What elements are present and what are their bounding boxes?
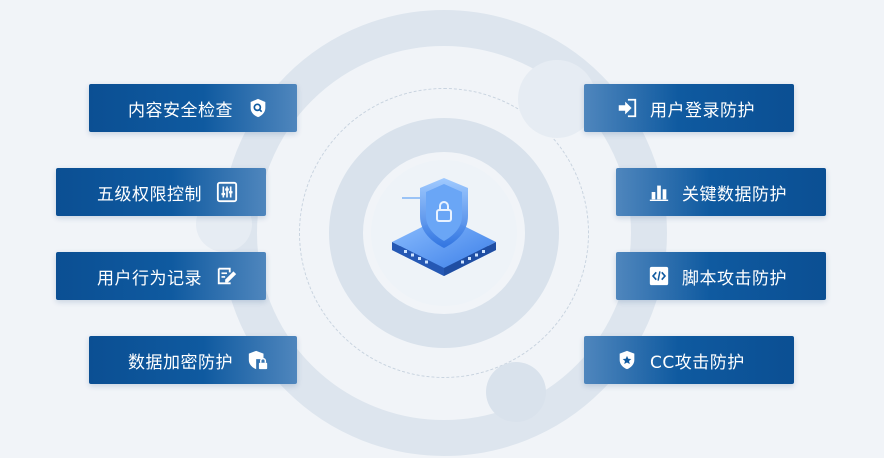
star-shield-icon (616, 349, 638, 371)
card-label: 内容安全检查 (128, 100, 233, 121)
shield-lock-server-icon (392, 178, 496, 276)
card-label: 脚本攻击防护 (682, 268, 787, 289)
card-label: 五级权限控制 (97, 184, 202, 205)
card-script-attack-protection[interactable]: 脚本攻击防护 (616, 252, 826, 300)
bar-chart-icon (648, 181, 670, 203)
card-permission-control[interactable]: 五级权限控制 (56, 168, 266, 216)
card-key-data-protection[interactable]: 关键数据防护 (616, 168, 826, 216)
edit-document-icon (216, 265, 238, 287)
shield-lock-icon (247, 349, 269, 371)
card-cc-attack-protection[interactable]: CC攻击防护 (584, 336, 794, 384)
login-arrow-icon (616, 97, 638, 119)
sliders-icon (216, 181, 238, 203)
card-label: 数据加密防护 (128, 352, 233, 373)
decor-bubble-bottom (486, 362, 546, 422)
card-label: 关键数据防护 (682, 184, 787, 205)
card-login-protection[interactable]: 用户登录防护 (584, 84, 794, 132)
card-label: 用户登录防护 (650, 100, 755, 121)
card-data-encryption[interactable]: 数据加密防护 (89, 336, 297, 384)
code-icon (648, 265, 670, 287)
dashed-ring (299, 88, 589, 378)
card-user-behavior-log[interactable]: 用户行为记录 (56, 252, 266, 300)
center-shield-server (384, 172, 504, 282)
card-label: CC攻击防护 (650, 352, 745, 373)
card-label: 用户行为记录 (97, 268, 202, 289)
shield-search-icon (247, 97, 269, 119)
decor-bubble-top-right (518, 60, 596, 138)
card-content-security-check[interactable]: 内容安全检查 (89, 84, 297, 132)
